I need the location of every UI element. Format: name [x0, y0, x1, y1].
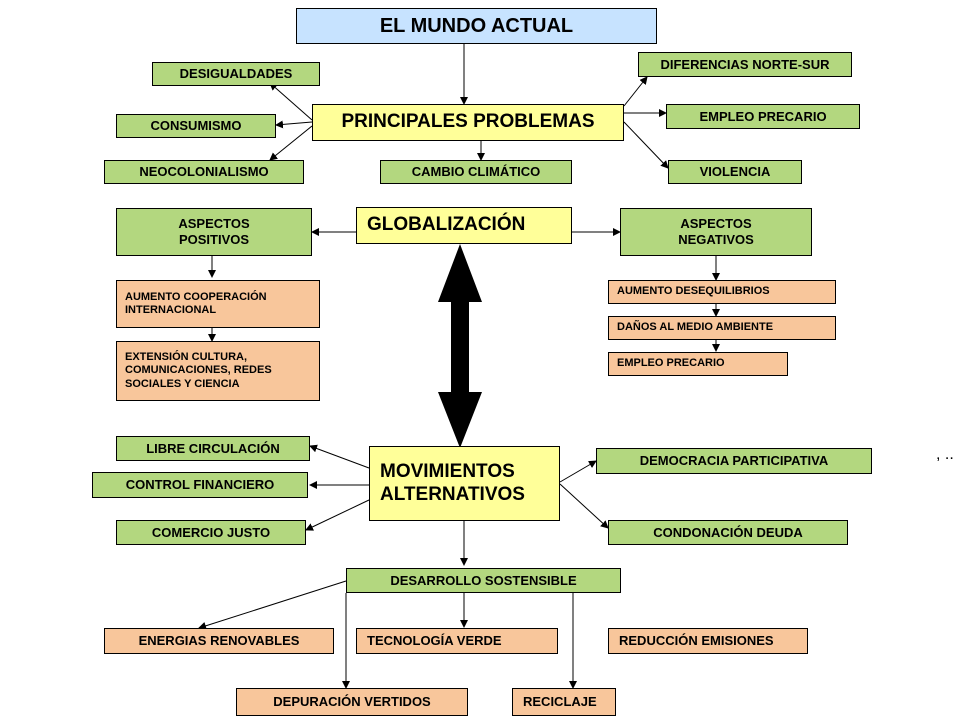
negativo-item-3: EMPLEO PRECARIO	[608, 352, 788, 376]
desarrollo-item-4: DEPURACIÓN VERTIDOS	[236, 688, 468, 716]
movimiento-left-2-label: CONTROL FINANCIERO	[125, 477, 275, 493]
problema-right-3: VIOLENCIA	[668, 160, 802, 184]
desarrollo-item-1: ENERGIAS RENOVABLES	[104, 628, 334, 654]
problema-left-2: CONSUMISMO	[116, 114, 276, 138]
double-arrow-shape	[438, 244, 482, 448]
movimiento-right-2: CONDONACIÓN DEUDA	[608, 520, 848, 545]
desarrollo-box: DESARROLLO SOSTENSIBLE	[346, 568, 621, 593]
problema-right-2-label: EMPLEO PRECARIO	[699, 108, 827, 124]
globalizacion-title: GLOBALIZACIÓN	[367, 214, 526, 236]
title-text: EL MUNDO ACTUAL	[379, 15, 574, 37]
movimiento-left-3: COMERCIO JUSTO	[116, 520, 306, 545]
stray-text: , ..	[936, 446, 954, 464]
problema-left-1-label: DESIGUALDADES	[179, 66, 293, 82]
positivo-item-1-label: AUMENTO COOPERACIÓN INTERNACIONAL	[125, 290, 267, 316]
movimiento-left-3-label: COMERCIO JUSTO	[151, 524, 271, 540]
movimiento-left-2: CONTROL FINANCIERO	[92, 472, 308, 498]
movimientos-title: MOVIMIENTOS ALTERNATIVOS	[380, 460, 525, 505]
negativo-item-2: DAÑOS AL MEDIO AMBIENTE	[608, 316, 836, 340]
positivo-item-1: AUMENTO COOPERACIÓN INTERNACIONAL	[116, 280, 320, 328]
desarrollo-item-3: REDUCCIÓN EMISIONES	[608, 628, 808, 654]
problema-right-2: EMPLEO PRECARIO	[666, 104, 860, 129]
movimientos-box: MOVIMIENTOS ALTERNATIVOS	[369, 446, 560, 521]
desarrollo-item-5: RECICLAJE	[512, 688, 616, 716]
movimiento-right-1: DEMOCRACIA PARTICIPATIVA	[596, 448, 872, 474]
problema-left-2-label: CONSUMISMO	[150, 118, 242, 134]
aspectos-positivos-box: ASPECTOS POSITIVOS	[116, 208, 312, 256]
problema-left-3: NEOCOLONIALISMO	[104, 160, 304, 184]
negativo-item-1: AUMENTO DESEQUILIBRIOS	[608, 280, 836, 304]
aspectos-negativos-title: ASPECTOS NEGATIVOS	[678, 216, 754, 247]
problema-left-3-label: NEOCOLONIALISMO	[139, 164, 269, 180]
title-box: EL MUNDO ACTUAL	[296, 8, 657, 44]
movimiento-left-1-label: LIBRE CIRCULACIÓN	[146, 440, 280, 456]
negativo-item-3-label: EMPLEO PRECARIO	[617, 357, 725, 370]
positivo-item-2-label: EXTENSIÓN CULTURA, COMUNICACIONES, REDES…	[125, 351, 272, 390]
problema-right-1: DIFERENCIAS NORTE-SUR	[638, 52, 852, 77]
desarrollo-item-3-label: REDUCCIÓN EMISIONES	[619, 633, 774, 649]
negativo-item-1-label: AUMENTO DESEQUILIBRIOS	[617, 285, 770, 298]
movimiento-right-1-label: DEMOCRACIA PARTICIPATIVA	[639, 453, 829, 469]
problema-right-3-label: VIOLENCIA	[699, 164, 771, 180]
globalizacion-box: GLOBALIZACIÓN	[356, 207, 572, 244]
positivo-item-2: EXTENSIÓN CULTURA, COMUNICACIONES, REDES…	[116, 341, 320, 401]
aspectos-negativos-box: ASPECTOS NEGATIVOS	[620, 208, 812, 256]
desarrollo-item-1-label: ENERGIAS RENOVABLES	[138, 633, 300, 649]
problemas-box: PRINCIPALES PROBLEMAS	[312, 104, 624, 141]
desarrollo-item-5-label: RECICLAJE	[523, 694, 597, 710]
problema-center-label: CAMBIO CLIMÁTICO	[411, 164, 541, 180]
problema-right-1-label: DIFERENCIAS NORTE-SUR	[660, 56, 830, 72]
stray-text-label: , ..	[936, 446, 954, 463]
desarrollo-item-4-label: DEPURACIÓN VERTIDOS	[273, 694, 431, 710]
desarrollo-title: DESARROLLO SOSTENSIBLE	[390, 572, 577, 588]
desarrollo-item-2-label: TECNOLOGÍA VERDE	[367, 633, 502, 649]
movimiento-left-1: LIBRE CIRCULACIÓN	[116, 436, 310, 461]
problema-center: CAMBIO CLIMÁTICO	[380, 160, 572, 184]
problemas-title: PRINCIPALES PROBLEMAS	[341, 111, 595, 133]
movimiento-right-2-label: CONDONACIÓN DEUDA	[653, 524, 803, 540]
desarrollo-item-2: TECNOLOGÍA VERDE	[356, 628, 558, 654]
problema-left-1: DESIGUALDADES	[152, 62, 320, 86]
negativo-item-2-label: DAÑOS AL MEDIO AMBIENTE	[617, 321, 774, 334]
aspectos-positivos-title: ASPECTOS POSITIVOS	[178, 216, 250, 247]
